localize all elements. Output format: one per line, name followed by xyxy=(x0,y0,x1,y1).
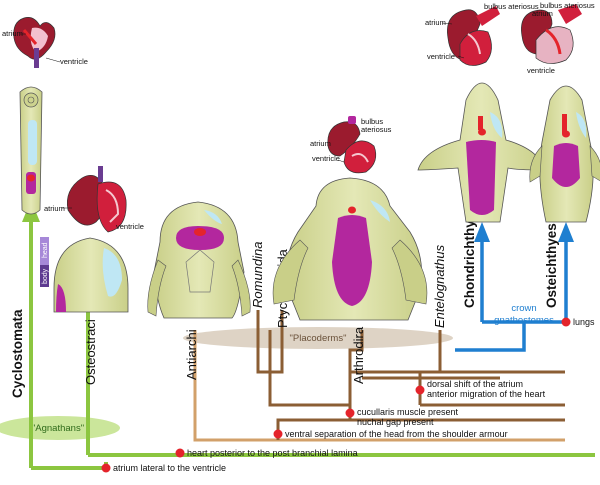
scale-head: head xyxy=(42,242,49,258)
arthrodira-bulbus-label: bulbus xyxy=(361,117,383,126)
node-cucullaris xyxy=(345,408,355,418)
arthrodira-atrium-label: atrium xyxy=(310,139,331,148)
crown-label-2: gnathostomes xyxy=(494,315,554,326)
character-nodes xyxy=(101,317,571,473)
chondrichthyes-bulbus-label: bulbus ateriosus xyxy=(484,2,539,11)
cyclostome-atrium-label: atrium xyxy=(2,29,23,38)
node-heart-posterior xyxy=(175,448,185,458)
antiarchi-illustration xyxy=(147,201,251,319)
arthrodira-ateriosus-label: ateriosus xyxy=(361,125,392,134)
node-lungs xyxy=(561,317,571,327)
char-nuchal-gap: nuchal gap present xyxy=(357,417,434,427)
cyclostome-ventricle-label: ventricle xyxy=(60,57,88,66)
node-dorsal-shift xyxy=(415,385,425,395)
char-anterior-migration: anterior migration of the heart xyxy=(427,389,546,399)
arthrodira-ventricle-label: ventricle xyxy=(312,154,340,163)
cyclostome-illustration xyxy=(19,86,43,215)
char-dorsal-shift: dorsal shift of the atrium xyxy=(427,379,523,389)
cyclostome-heart xyxy=(13,17,56,68)
leader xyxy=(337,159,345,163)
char-heart-posterior: heart posterior to the post branchial la… xyxy=(187,448,358,458)
arthrodira-illustration xyxy=(272,177,428,321)
placoderms-ellipse xyxy=(183,327,453,349)
chondrichthyes-ventricle-label: ventricle xyxy=(427,52,455,61)
placoderms-label: "Placoderms" xyxy=(290,333,347,344)
osteichthyes-illustration xyxy=(529,85,600,223)
char-ventral-separation: ventral separation of the head from the … xyxy=(285,429,508,439)
taxon-antiarchi: Antiarchi xyxy=(184,329,199,380)
scale-body: body xyxy=(42,268,49,284)
osteichthyes-ventricle-label: ventricle xyxy=(527,66,555,75)
char-cucullaris: cucullaris muscle present xyxy=(357,407,459,417)
chondrichthyes-arrow xyxy=(474,222,490,242)
char-lungs: lungs xyxy=(573,317,595,327)
arthrodira-heart xyxy=(327,116,377,174)
taxon-osteichthyes: Osteichthyes xyxy=(544,223,559,308)
chondrichthyes-illustration xyxy=(417,82,545,223)
osteostraci-heart xyxy=(66,166,127,233)
taxon-cyclostomata: Cyclostomata xyxy=(10,309,25,398)
osteostraci-atrium-label: atrium xyxy=(44,204,65,213)
osteichthyes-bulbus-label: bulbus ateriosus xyxy=(540,1,595,10)
char-atrium-lateral: atrium lateral to the ventricle xyxy=(113,463,226,473)
leader xyxy=(45,57,61,63)
chondrichthyes-atrium-label: atrium xyxy=(425,18,446,27)
agnathans-label: "Agnathans" xyxy=(32,423,84,434)
leader xyxy=(441,22,453,25)
head-body-scale: head body xyxy=(40,237,49,287)
taxon-romundina: Romundina xyxy=(250,242,265,309)
osteichthyes-arrow xyxy=(558,222,574,242)
taxon-osteostraci: Osteostraci xyxy=(83,319,98,385)
taxon-entelognathus: Entelognathus xyxy=(432,244,447,328)
node-atrium-lateral xyxy=(101,463,111,473)
leader xyxy=(457,55,465,59)
osteostraci-ventricle-label: ventricle xyxy=(116,222,144,231)
osteichthyes-atrium-label: atrium xyxy=(532,9,553,18)
osteichthyes-heart xyxy=(521,4,582,64)
node-ventral-separation xyxy=(273,429,283,439)
taxon-arthrodira: Arthrodira xyxy=(351,326,366,384)
chondrichthyes-heart xyxy=(447,6,500,66)
taxon-chondrichthyes: Chondrichthyes xyxy=(462,205,477,308)
osteostraci-illustration xyxy=(53,237,129,313)
antiarch-branches xyxy=(193,330,565,442)
crown-label-1: crown xyxy=(511,303,536,314)
